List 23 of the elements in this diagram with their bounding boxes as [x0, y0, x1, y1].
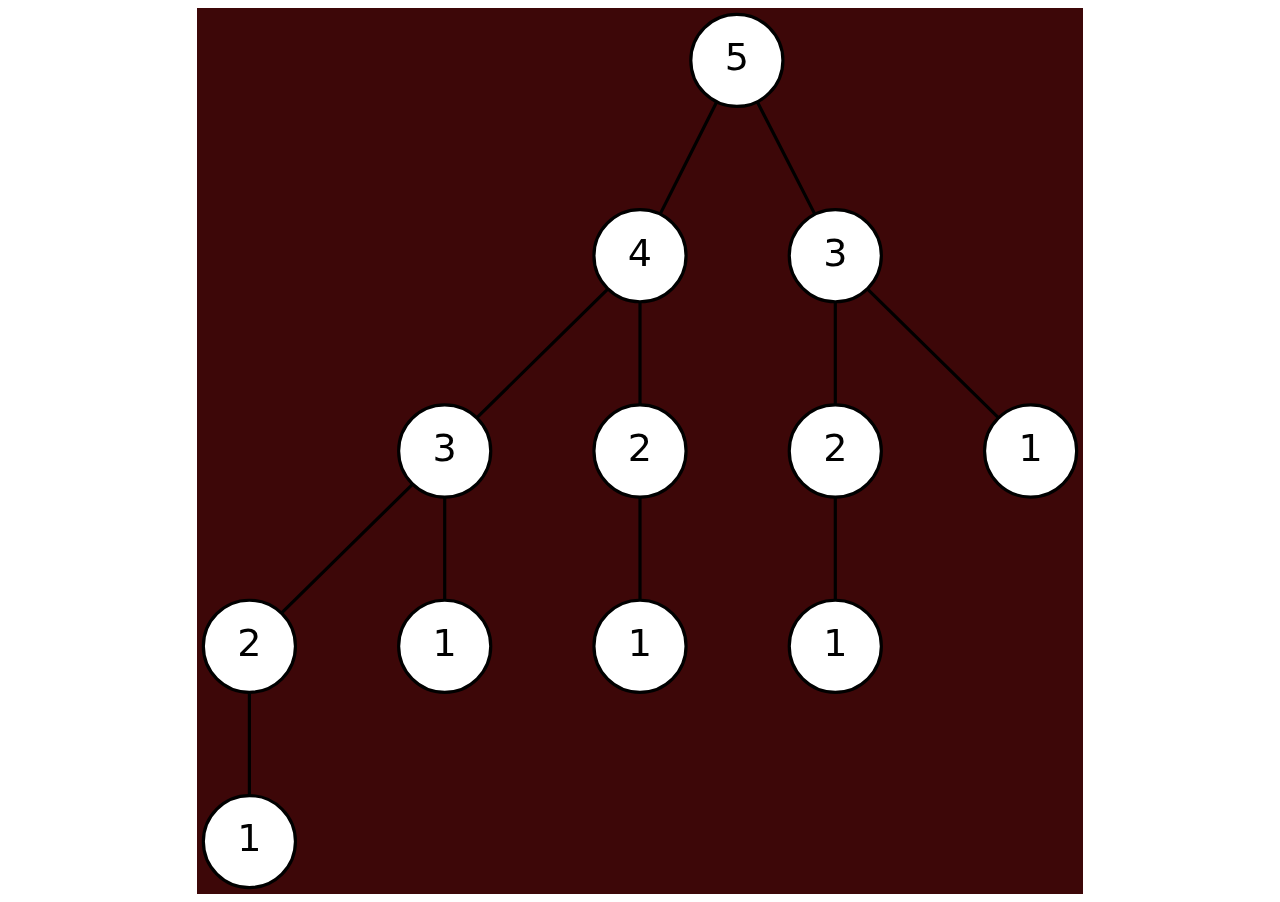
connector [866, 287, 1000, 419]
node-circle: 2 [592, 403, 688, 499]
connector [280, 483, 414, 615]
connector [638, 497, 642, 600]
connector [755, 101, 817, 216]
connector [443, 497, 447, 600]
connector [247, 692, 251, 796]
connector [638, 301, 642, 405]
connector [833, 301, 837, 405]
node-circle: 3 [397, 403, 493, 499]
connector [475, 287, 609, 419]
node-circle: 1 [397, 598, 493, 694]
node-circle: 1 [592, 598, 688, 694]
connector [833, 497, 837, 600]
node-circle: 4 [592, 208, 688, 304]
node-circle: 1 [982, 403, 1079, 499]
node-circle: 1 [201, 793, 298, 890]
node-circle: 2 [201, 598, 298, 694]
node-circle: 3 [787, 208, 883, 304]
node-circle: 1 [787, 598, 883, 694]
connector [658, 101, 718, 215]
node-circle: 5 [689, 12, 785, 109]
node-circle: 2 [787, 403, 883, 499]
